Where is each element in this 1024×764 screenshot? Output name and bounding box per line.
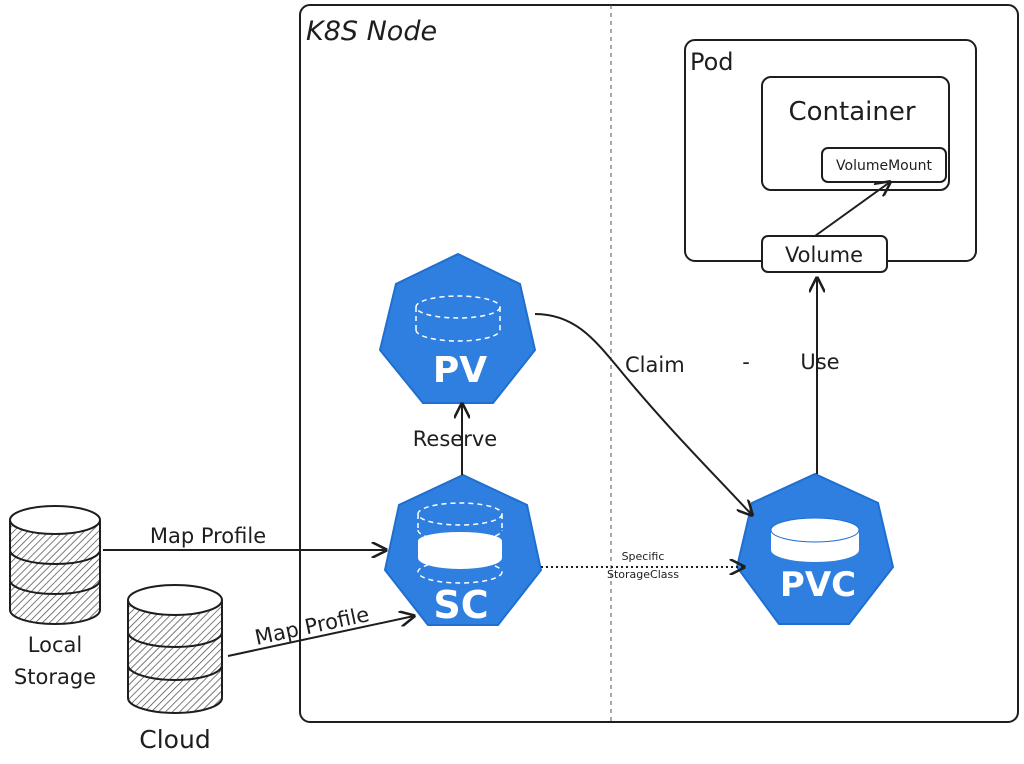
container-label: Container	[788, 97, 915, 127]
k8s-node-title: K8S Node	[306, 16, 437, 47]
sc-label: SC	[433, 583, 488, 627]
claim-label: Claim	[625, 353, 685, 377]
pvc-label: PVC	[780, 565, 856, 605]
cloud-database-icon	[127, 584, 223, 714]
specific-label: Specific	[622, 550, 665, 563]
k8s-node-frame	[299, 4, 1019, 723]
volume-mount-label: VolumeMount	[836, 158, 932, 174]
map-profile-cloud-label: Map Profile	[253, 602, 372, 650]
use-label: Use	[800, 350, 839, 374]
local-storage-label-line2: Storage	[14, 665, 96, 689]
storageclass-label: StorageClass	[607, 568, 679, 581]
local-storage-label-line1: Local	[28, 633, 82, 657]
map-profile-cloud-arrow	[227, 616, 414, 657]
sc-icon	[383, 473, 543, 626]
pod-title: Pod	[690, 48, 734, 76]
claim-use-dash: -	[742, 350, 750, 374]
reserve-label: Reserve	[413, 427, 497, 451]
volume-label: Volume	[785, 243, 863, 267]
claim-arrow	[534, 313, 752, 515]
map-profile-local-label: Map Profile	[150, 524, 266, 548]
local-storage-database-icon	[9, 505, 101, 625]
cloud-label: Cloud	[139, 725, 210, 754]
volume-box	[761, 235, 888, 273]
volume-to-mount-arrow	[814, 182, 890, 237]
pv-label: PV	[433, 350, 487, 391]
